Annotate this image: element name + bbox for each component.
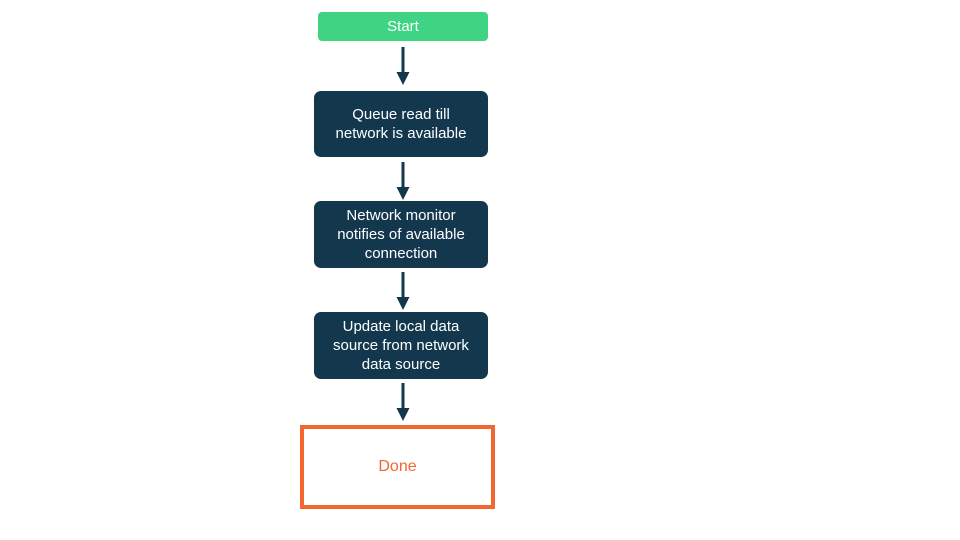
flowchart-node-queue-read: Queue read till network is available (314, 91, 488, 157)
node-label: Network monitor notifies of available co… (337, 207, 465, 262)
flowchart-node-network-monitor: Network monitor notifies of available co… (314, 201, 488, 268)
arrow-down-icon (396, 272, 410, 310)
arrow-down-icon (396, 47, 410, 85)
arrow-down-icon (396, 162, 410, 200)
arrow-down-icon (396, 383, 410, 421)
flowchart-node-done: Done (300, 425, 495, 509)
flowchart-node-update-local-data: Update local data source from network da… (314, 312, 488, 379)
node-label: Start (387, 18, 419, 35)
node-label: Update local data source from network da… (333, 318, 469, 373)
node-label: Done (378, 458, 417, 475)
node-label: Queue read till network is available (335, 106, 467, 142)
flowchart-node-start: Start (318, 12, 488, 41)
